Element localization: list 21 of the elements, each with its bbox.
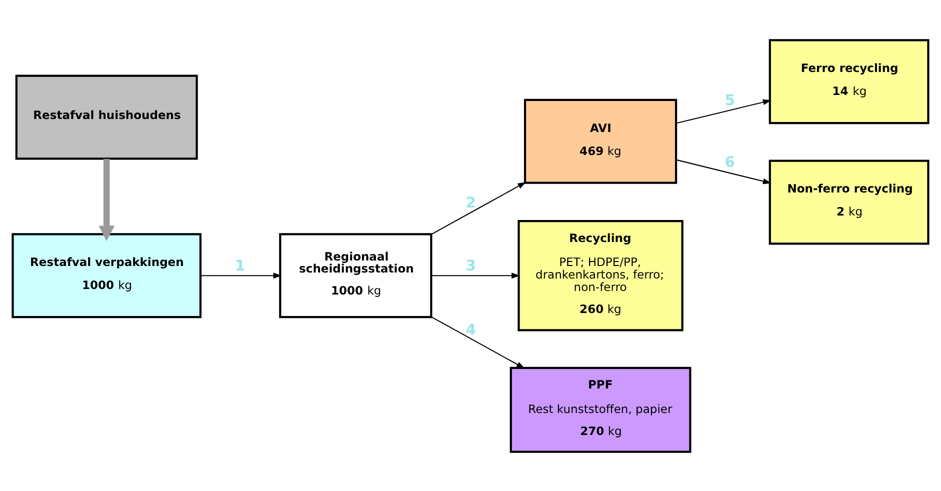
node-box: AVI 469 kg <box>524 98 678 184</box>
arrow <box>431 272 520 278</box>
node-box: PPF Rest kunststoffen, papier 270 kg <box>510 366 692 452</box>
arrow <box>200 272 282 278</box>
node-box: Ferro recycling 14 kg <box>768 38 930 124</box>
edge-label: 1 <box>235 257 246 274</box>
node-box: Restafval verpakkingen 1000 kg <box>12 232 202 318</box>
node-box: Regionaal scheidingsstation 1000 kg <box>279 232 432 318</box>
node-box: Recycling PET; HDPE/PP, drankenkartons, ferro; non-ferro 260 kg <box>518 220 684 331</box>
node-box: Restafval huishoudens <box>15 74 198 160</box>
edge-label: 4 <box>466 321 476 338</box>
edge-label: 6 <box>724 153 736 170</box>
node-box: Non-ferro recycling 2 kg <box>768 159 930 244</box>
arrow <box>430 181 526 234</box>
arrow <box>98 158 115 240</box>
edge-label: 5 <box>724 91 736 108</box>
arrow <box>676 98 772 124</box>
edge-label: 2 <box>466 194 476 212</box>
arrow <box>676 158 772 184</box>
arrow <box>430 316 525 368</box>
edge-label: 3 <box>466 257 476 274</box>
